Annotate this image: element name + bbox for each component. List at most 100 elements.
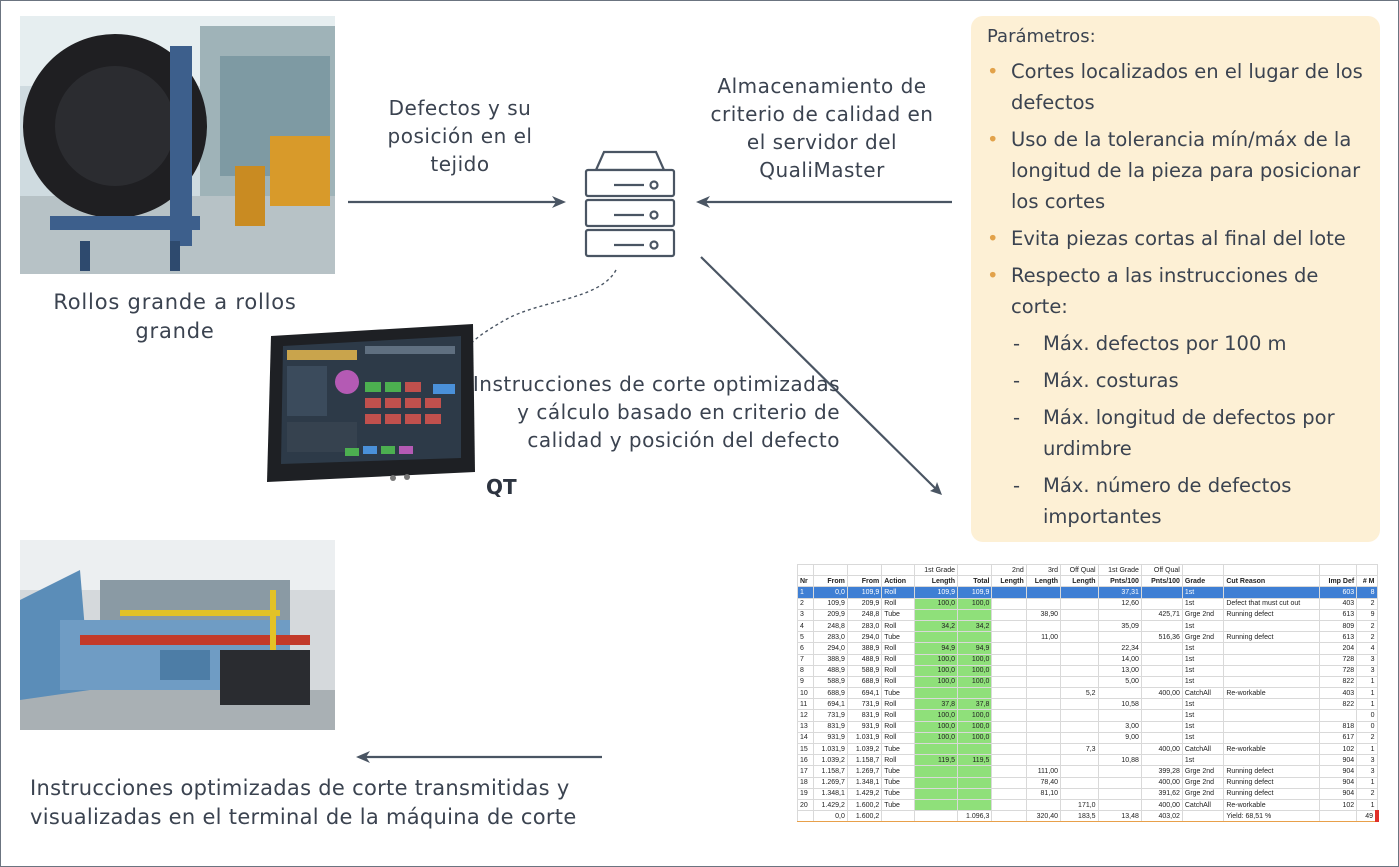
table-cell: 1st (1181, 653, 1225, 666)
dashed-link-terminal (464, 269, 617, 353)
table-cell (1140, 720, 1183, 733)
table-cell (1097, 631, 1142, 644)
table-cell: 49 (1356, 810, 1379, 823)
table-cell: 603 (1318, 586, 1358, 599)
table-cell (991, 810, 1027, 823)
table-cell (957, 631, 993, 644)
table-cell: Roll (881, 642, 915, 655)
table-cell: 728 (1318, 664, 1358, 677)
table-cell (1097, 608, 1142, 621)
table-cell: 38,90 (1025, 608, 1062, 621)
table-cell (913, 687, 959, 700)
table-cell (1025, 742, 1062, 756)
table-cell (1223, 731, 1320, 745)
table-cell: From (846, 575, 883, 588)
table-cell (881, 810, 915, 823)
table-cell: Cut Reason (1223, 575, 1320, 588)
table-cell (913, 742, 959, 756)
param-subitem: -Máx. defectos por 100 m (987, 328, 1372, 359)
table-cell (1140, 731, 1183, 745)
table-cell (1097, 687, 1142, 700)
table-cell: 1 (797, 586, 814, 599)
table-cell: 81,10 (1025, 787, 1062, 800)
table-cell: Off Qual (1140, 564, 1183, 577)
table-cell (991, 664, 1027, 677)
table-cell: 15 (797, 742, 814, 756)
table-cell: 100,0 (957, 709, 993, 722)
parameters-list: •Cortes localizados en el lugar de los d… (987, 56, 1372, 538)
table-cell: 2 (1356, 787, 1378, 800)
table-cell (957, 564, 993, 577)
table-cell (913, 776, 959, 789)
table-cell: Length (1060, 575, 1099, 588)
table-cell (1140, 619, 1183, 633)
table-cell: 100,0 (957, 653, 993, 666)
table-cell (1223, 664, 1320, 677)
table-cell: 1st (1181, 709, 1225, 722)
table-cell: 0 (1356, 709, 1378, 722)
table-cell (1025, 709, 1062, 722)
table-cell: 1 (1356, 698, 1378, 711)
table-cell (1060, 754, 1099, 767)
table-cell (1140, 754, 1183, 767)
table-cell: 931,9 (846, 720, 883, 733)
param-subitem: -Máx. costuras (987, 365, 1372, 396)
table-cell (1060, 720, 1099, 733)
table-cell: CatchAll (1181, 798, 1225, 812)
table-cell (1060, 765, 1099, 778)
table-cell: 3 (1356, 664, 1378, 677)
table-cell: 613 (1318, 631, 1358, 644)
table-cell: 488,9 (812, 664, 848, 677)
table-cell (1060, 664, 1099, 677)
table-cell: 5,2 (1060, 687, 1099, 700)
table-cell: 7 (797, 653, 814, 666)
table-cell: 37,8 (957, 698, 993, 711)
table-cell: 2 (797, 597, 814, 610)
dash-icon: - (1013, 474, 1021, 497)
bullet-icon: • (987, 128, 999, 151)
table-cell: 1st (1181, 619, 1225, 633)
table-cell: 9,00 (1097, 731, 1142, 745)
table-cell: 1.269,7 (812, 776, 848, 789)
table-cell: 109,9 (957, 586, 993, 599)
table-cell: 14,00 (1097, 653, 1142, 666)
dash-icon: - (1013, 332, 1021, 355)
table-cell: 694,1 (812, 698, 848, 711)
table-cell (991, 776, 1027, 789)
table-cell (1181, 564, 1225, 577)
table-cell: 12,60 (1097, 597, 1142, 610)
table-cell (991, 631, 1027, 644)
table-cell: 688,9 (846, 675, 883, 689)
table-cell: 809 (1318, 619, 1358, 633)
table-cell: Roll (881, 675, 915, 689)
rolls-caption: Rollos grande a rollos grande (53, 290, 297, 343)
table-cell (991, 720, 1027, 733)
table-cell: 1 (1356, 675, 1378, 689)
table-cell: Running defect (1223, 608, 1320, 621)
table-cell: 5,00 (1097, 675, 1142, 689)
instructions-text: Instrucciones de corte optimizadas y cál… (472, 372, 840, 452)
table-cell: 1st (1181, 698, 1225, 711)
table-cell: 19 (797, 787, 814, 800)
